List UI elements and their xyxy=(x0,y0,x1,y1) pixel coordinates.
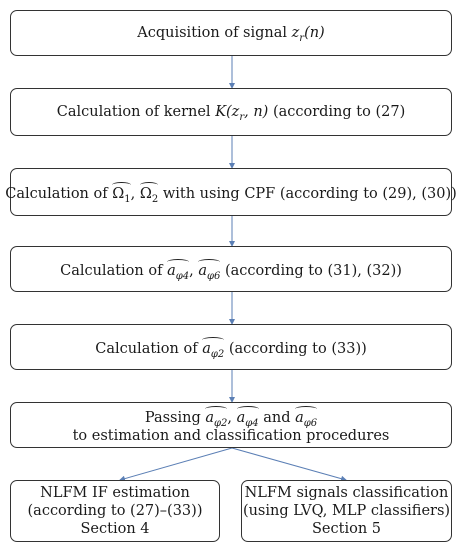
omega-label: Calculation of xyxy=(5,185,108,202)
pass-a-phi2-symbol: aφ2 xyxy=(205,405,228,428)
pass-a-phi6-symbol: aφ6 xyxy=(295,405,318,428)
kernel-symbol: K(zr, n) xyxy=(215,104,269,123)
passing-destination: to estimation and classification procedu… xyxy=(72,427,390,444)
arrow-6-7 xyxy=(119,447,233,482)
step-acquisition-box: Acquisition of signal zr(n) xyxy=(10,10,452,56)
classification-title: NLFM signals classification xyxy=(244,485,449,501)
a-phi2-symbol: aφ2 xyxy=(202,336,225,359)
step-a-phi4-phi6-box: Calculation of aφ4, aφ6 (according to (3… xyxy=(10,246,452,292)
omega-method: with using CPF (according to (29), (30)) xyxy=(162,185,457,202)
a-phi4-symbol: aφ4 xyxy=(167,258,190,281)
step-a-phi2-box: Calculation of aφ2 (according to (33)) xyxy=(10,324,452,370)
a2-label: Calculation of xyxy=(95,340,198,357)
nlfm-classification-box: NLFM signals classification (using LVQ, … xyxy=(241,480,452,542)
omega2-symbol: Ω2 xyxy=(139,181,159,204)
estimation-reference: (according to (27)–(33)) xyxy=(27,503,203,519)
step-kernel-box: Calculation of kernel K(zr, n) (accordin… xyxy=(10,88,452,136)
arrow-6-8 xyxy=(231,447,347,482)
classification-section: Section 5 xyxy=(311,521,381,537)
a46-reference: (according to (31), (32)) xyxy=(224,262,402,279)
acquisition-label: Acquisition of signal xyxy=(137,25,288,41)
a-phi6-symbol: aφ6 xyxy=(198,258,221,281)
omega1-symbol: Ω1 xyxy=(112,181,132,204)
kernel-reference: (according to (27) xyxy=(272,104,406,120)
step-omega-box: Calculation of Ω1, Ω2 with using CPF (ac… xyxy=(5,168,457,216)
passing-label: Passing xyxy=(144,409,201,426)
nlfm-if-estimation-box: NLFM IF estimation (according to (27)–(3… xyxy=(10,480,220,542)
estimation-title: NLFM IF estimation xyxy=(40,485,190,501)
passing-and: and xyxy=(263,409,291,426)
omega-separator: , xyxy=(130,185,136,202)
a46-label: Calculation of xyxy=(60,262,163,279)
pass-a-phi4-symbol: aφ4 xyxy=(236,405,259,428)
kernel-label: Calculation of kernel xyxy=(56,104,211,120)
classification-method: (using LVQ, MLP classifiers) xyxy=(242,503,451,519)
a2-reference: (according to (33)) xyxy=(228,340,367,357)
a46-separator: , xyxy=(189,262,194,279)
passing-separator: , xyxy=(227,409,232,426)
estimation-section: Section 4 xyxy=(80,521,150,537)
signal-symbol: zr(n) xyxy=(291,25,325,44)
step-passing-box: Passing aφ2, aφ4 and aφ6 to estimation a… xyxy=(10,402,452,448)
